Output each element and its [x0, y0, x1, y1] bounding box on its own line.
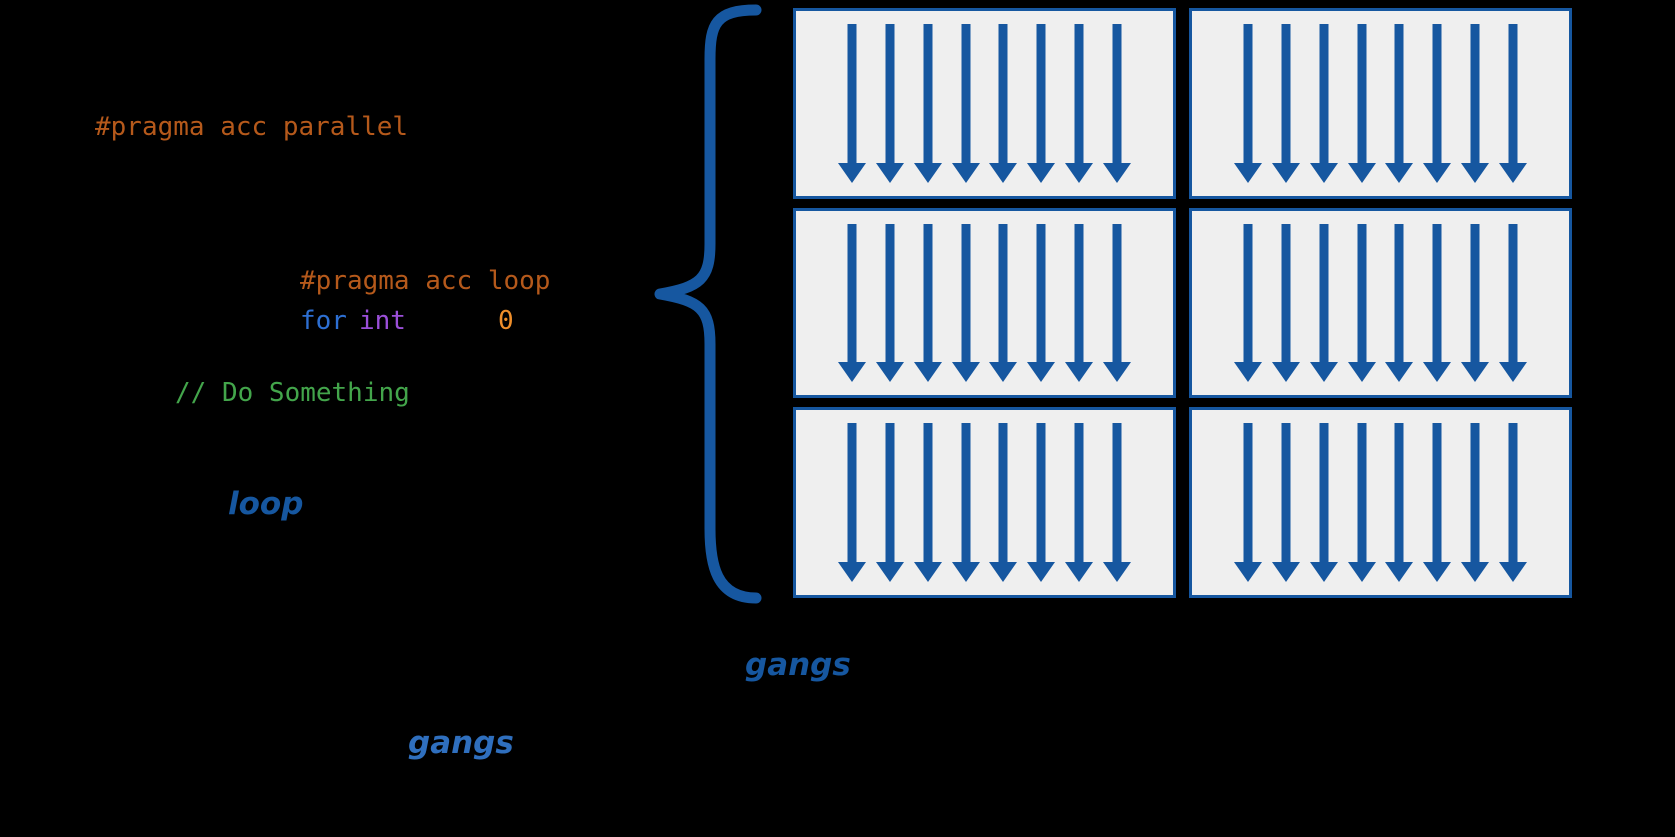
code-comment: // Do Something [175, 378, 410, 408]
for-keyword: for [300, 306, 347, 336]
curly-brace-icon [654, 4, 762, 604]
gangs-label-lower: gangs [408, 725, 514, 761]
worker-arrow-icon [1498, 223, 1527, 383]
worker-arrow-icon [875, 24, 904, 183]
worker-arrow-icon [1423, 423, 1452, 582]
worker-arrow-icon [1423, 24, 1452, 183]
worker-arrow-icon [1065, 24, 1094, 183]
gang-grid [793, 8, 1572, 598]
worker-arrow-icon [1271, 223, 1300, 383]
worker-arrow-icon [1423, 223, 1452, 383]
worker-arrow-icon [1385, 223, 1414, 383]
gang-box [1189, 207, 1572, 399]
gang-box [793, 8, 1176, 199]
worker-arrow-icon [1234, 423, 1262, 582]
worker-arrow-icon [989, 223, 1018, 383]
zero-literal: 0 [497, 306, 514, 336]
worker-arrow-icon [875, 423, 904, 582]
worker-arrow-icon [1385, 24, 1414, 183]
gang-box [1189, 8, 1572, 199]
worker-arrow-icon [1309, 223, 1338, 383]
worker-arrow-icon [913, 24, 942, 183]
worker-arrow-icon [1498, 24, 1527, 183]
worker-arrow-icon [1309, 24, 1338, 183]
worker-arrow-icon [838, 24, 866, 183]
worker-arrow-icon [1027, 423, 1056, 582]
worker-arrow-icon [1234, 223, 1262, 383]
worker-arrow-icon [951, 24, 980, 183]
gang-box [1189, 407, 1572, 598]
gangs-label-upper: gangs [745, 647, 851, 683]
worker-arrow-icon [1271, 24, 1300, 183]
worker-arrow-icon [1102, 423, 1131, 582]
worker-arrow-icon [913, 423, 942, 582]
worker-arrow-icon [1065, 423, 1094, 582]
code-pragma-parallel: #pragma acc parallel [95, 112, 409, 142]
worker-arrow-icon [989, 24, 1018, 183]
worker-arrow-icon [1234, 24, 1262, 183]
code-pragma-loop: #pragma acc loop [300, 266, 551, 296]
worker-arrow-icon [1102, 223, 1131, 383]
worker-arrow-icon [1347, 223, 1376, 383]
worker-arrow-icon [1461, 423, 1490, 582]
loop-label: loop [228, 486, 304, 522]
gang-box [793, 407, 1176, 598]
worker-arrow-icon [1347, 24, 1376, 183]
worker-arrow-icon [951, 423, 980, 582]
worker-arrow-icon [1027, 223, 1056, 383]
worker-arrow-icon [838, 223, 866, 383]
worker-arrow-icon [1385, 423, 1414, 582]
worker-arrow-icon [1498, 423, 1527, 582]
worker-arrow-icon [1027, 24, 1056, 183]
int-keyword: int [358, 306, 406, 336]
worker-arrow-icon [1271, 423, 1300, 582]
worker-arrow-icon [951, 223, 980, 383]
worker-arrow-icon [1065, 223, 1094, 383]
worker-arrow-icon [838, 423, 866, 582]
worker-arrow-icon [1461, 223, 1490, 383]
worker-arrow-icon [1102, 24, 1131, 183]
worker-arrow-icon [989, 423, 1018, 582]
worker-arrow-icon [1347, 423, 1376, 582]
worker-arrow-icon [1461, 24, 1490, 183]
worker-arrow-icon [1309, 423, 1338, 582]
worker-arrow-icon [913, 223, 942, 383]
gang-box [793, 207, 1176, 399]
worker-arrow-icon [875, 223, 904, 383]
